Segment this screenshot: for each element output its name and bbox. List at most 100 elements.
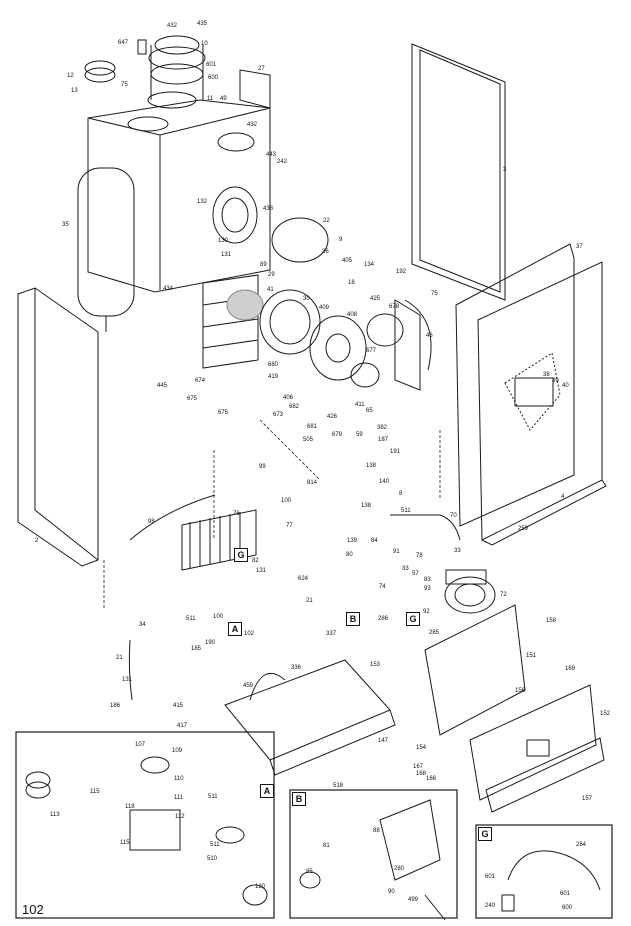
callout-label: 518 [333, 783, 344, 789]
callout-label: 682 [289, 404, 300, 410]
callout-label: 35 [62, 222, 69, 228]
callout-label: 147 [378, 738, 389, 744]
callout-label: 337 [326, 631, 337, 637]
callout-label: 2 [35, 538, 39, 544]
callout-label: 34 [139, 622, 146, 628]
callout-label: 167 [413, 764, 424, 770]
callout-label: 382 [377, 425, 388, 431]
callout-label: 12 [67, 73, 74, 79]
callout-label: 131 [221, 252, 232, 258]
callout-label: 675 [218, 410, 229, 416]
callout-label: 411 [355, 402, 365, 408]
callout-label: 415 [173, 703, 184, 709]
callout-label: 419 [268, 374, 279, 380]
callout-label: 675 [187, 396, 198, 402]
callout-label: 30 [303, 296, 310, 302]
callout-label: 679 [332, 432, 343, 438]
callout-label: 140 [379, 479, 390, 485]
pipework [128, 494, 461, 701]
callout-label: 139 [347, 538, 358, 544]
callout-label: 99 [259, 464, 266, 470]
callout-label: 22 [323, 218, 330, 224]
callout-label: 408 [347, 312, 358, 318]
callout-label: 59 [356, 432, 363, 438]
callout-label: 152 [600, 711, 611, 717]
callout-label: 435 [197, 21, 208, 27]
callout-label: 405 [342, 258, 353, 264]
callout-label: 336 [291, 665, 302, 671]
callout-label: 425 [370, 296, 381, 302]
callout-label: 115 [90, 789, 100, 795]
left-side-panel [17, 287, 99, 567]
tray [224, 659, 396, 776]
callout-label: 70 [450, 513, 457, 519]
callout-label: 647 [118, 40, 129, 46]
pump [444, 569, 496, 614]
callout-label: 115 [120, 840, 130, 846]
callout-label: 131 [256, 568, 267, 574]
callout-label: 29 [268, 272, 275, 278]
callout-label: 92 [423, 609, 430, 615]
callout-label: 681 [307, 424, 318, 430]
callout-label: 88 [373, 828, 380, 834]
callout-label: 3 [503, 167, 507, 173]
callout-label: 36 [322, 249, 329, 255]
callout-label: 417 [177, 723, 188, 729]
callout-label: 100 [281, 498, 292, 504]
plate-heat-exchanger [181, 509, 257, 571]
callout-label: 510 [207, 856, 218, 862]
callout-label: 11 [207, 96, 214, 102]
callout-label: 49 [220, 96, 227, 102]
page-number: 102 [22, 902, 44, 917]
callout-label: 46 [426, 333, 433, 339]
detail-b-parts [299, 799, 446, 921]
detail-label-g-ref-2: G [406, 612, 420, 626]
callout-label: 438 [263, 206, 274, 212]
callout-label: 406 [283, 395, 294, 401]
detail-label-g: G [478, 827, 492, 841]
expansion-vessel [77, 167, 135, 332]
callout-label: 40 [562, 383, 569, 389]
callout-label: 113 [50, 812, 60, 818]
callout-label: 72 [500, 592, 507, 598]
callout-label: 426 [327, 414, 338, 420]
callout-label: 286 [378, 616, 389, 622]
callout-label: 4 [561, 494, 565, 500]
callout-label: 284 [576, 842, 587, 848]
callout-label: 41 [267, 287, 274, 293]
callout-label: 409 [319, 305, 330, 311]
callout-label: 38 [543, 372, 550, 378]
callout-label: 118 [125, 804, 135, 810]
callout-label: 166 [426, 776, 437, 782]
callout-label: 673 [273, 412, 284, 418]
callout-label: 57 [412, 571, 419, 577]
callout-label: 13 [71, 88, 78, 94]
callout-label: 81 [323, 843, 330, 849]
callout-label: 120 [255, 884, 266, 890]
callout-label: 280 [394, 866, 405, 872]
control-panel [424, 604, 605, 813]
callout-label: 84 [371, 538, 378, 544]
callout-label: 138 [366, 463, 377, 469]
callout-label: 814 [307, 480, 318, 486]
heat-exchanger [202, 132, 367, 381]
callout-label: 93 [424, 586, 431, 592]
callout-label: 111 [174, 795, 184, 801]
detail-label-b-ref: B [346, 612, 360, 626]
callout-label: 91 [393, 549, 400, 555]
callout-label: 33 [454, 548, 461, 554]
callout-label: 75 [121, 82, 128, 88]
callout-label: 156 [515, 688, 526, 694]
callout-label: 445 [157, 383, 168, 389]
detail-label-a: A [260, 784, 274, 798]
callout-label: 90 [388, 889, 395, 895]
callout-label: 601 [206, 62, 217, 68]
callout-label: 511 [210, 842, 220, 848]
callout-label: 80 [346, 552, 353, 558]
callout-label: 680 [268, 362, 279, 368]
flue-manifold [84, 35, 206, 109]
callout-label: 75 [431, 291, 438, 297]
callout-label: 191 [390, 449, 401, 455]
callout-label: 132 [197, 199, 208, 205]
